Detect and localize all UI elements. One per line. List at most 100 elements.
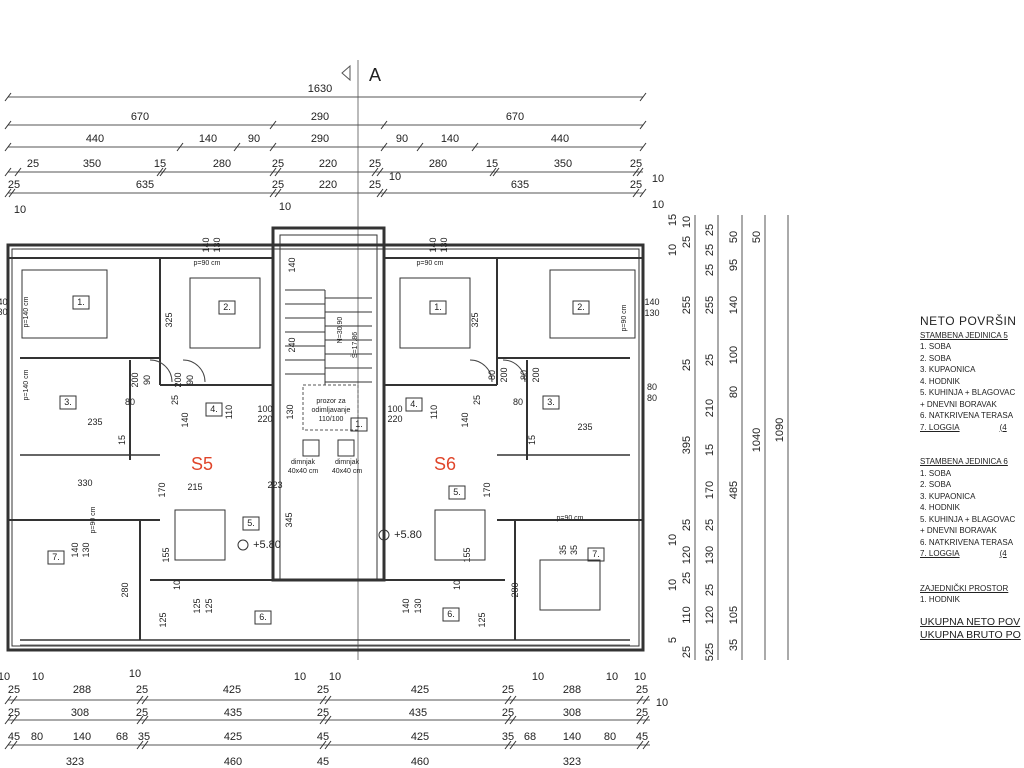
inner-dimension: 80 bbox=[519, 370, 529, 380]
inner-dimension: 100 bbox=[387, 404, 402, 414]
dimension-label: 68 bbox=[116, 731, 128, 743]
unit-label-s5: S5 bbox=[191, 454, 213, 474]
plan-note: p=90 cm bbox=[416, 260, 443, 267]
dimension-label: 25 bbox=[272, 158, 284, 170]
dimension-label: 45 bbox=[8, 731, 20, 743]
dimension-label: 25 bbox=[136, 707, 148, 719]
dimension-label: 25 bbox=[704, 244, 716, 256]
dimension-label: 25 bbox=[704, 519, 716, 531]
wall bbox=[405, 397, 423, 412]
dimension-label: 10 bbox=[389, 171, 401, 183]
room-number: 1. bbox=[434, 302, 442, 312]
line bbox=[14, 167, 22, 177]
line bbox=[492, 167, 500, 177]
line bbox=[380, 120, 388, 130]
line bbox=[504, 695, 512, 705]
line bbox=[136, 695, 144, 705]
dimension-label: 45 bbox=[317, 756, 329, 768]
dimension-label: 10 bbox=[279, 201, 291, 213]
wall bbox=[572, 300, 590, 315]
dimension-label: 280 bbox=[213, 158, 231, 170]
inner-dimension: 35 bbox=[558, 545, 568, 555]
dimension-label: 10 bbox=[656, 697, 668, 709]
dimension-label: 25 bbox=[8, 684, 20, 696]
inner-dimension: 80 bbox=[647, 382, 657, 392]
line bbox=[141, 695, 149, 705]
dimension-label: 425 bbox=[224, 731, 242, 743]
line bbox=[4, 740, 12, 750]
wall bbox=[242, 516, 260, 531]
line bbox=[380, 142, 388, 152]
dimension-label: 25 bbox=[502, 707, 514, 719]
door-swing bbox=[182, 359, 206, 383]
line bbox=[371, 167, 379, 177]
line bbox=[509, 740, 517, 750]
level-marker-icon bbox=[378, 529, 390, 541]
line bbox=[269, 188, 277, 198]
line bbox=[639, 92, 647, 102]
wall bbox=[218, 300, 236, 315]
legend-item: + DNEVNI BORAVAK bbox=[920, 399, 997, 409]
dimension-label: 25 bbox=[681, 572, 693, 584]
room-number: 3. bbox=[547, 397, 555, 407]
unit-label-s6: S6 bbox=[434, 454, 456, 474]
dimension-label: 90 bbox=[396, 133, 408, 145]
inner-dimension: 110 bbox=[224, 405, 234, 419]
line bbox=[376, 188, 384, 198]
inner-dimension: 140 bbox=[0, 297, 8, 307]
inner-dimension: 90 bbox=[142, 375, 152, 385]
dimension-label: 140 bbox=[563, 731, 581, 743]
legend-item: 6. NATKRIVENA TERASA bbox=[920, 537, 1014, 547]
dimension-label: 425 bbox=[411, 684, 429, 696]
wall bbox=[448, 485, 466, 500]
line bbox=[141, 715, 149, 725]
legend-unit6-heading: STAMBENA JEDINICA 6 bbox=[920, 457, 1008, 466]
line bbox=[10, 715, 18, 725]
dimension-label: 10 bbox=[129, 668, 141, 680]
dimension-label: 308 bbox=[563, 707, 581, 719]
legend-total-net: UKUPNA NETO POV bbox=[920, 615, 1021, 628]
inner-dimension: 170 bbox=[157, 482, 167, 497]
dimension-label: 5 bbox=[667, 637, 679, 643]
wall bbox=[350, 417, 368, 432]
dimension-label: 290 bbox=[311, 133, 329, 145]
plan-note: p=90 cm bbox=[621, 304, 628, 331]
inner-dimension: 130 bbox=[0, 307, 8, 317]
dimension-label: 25 bbox=[681, 236, 693, 248]
legend-item: 5. KUHINJA + BLAGOVAC bbox=[920, 514, 1016, 524]
wall bbox=[549, 269, 636, 339]
room-number: 6. bbox=[447, 609, 455, 619]
dimension-label: 350 bbox=[83, 158, 101, 170]
line bbox=[10, 740, 18, 750]
line bbox=[4, 92, 12, 102]
inner-dimension: 10 bbox=[172, 580, 182, 590]
inner-dimension: 140 bbox=[287, 257, 297, 272]
dimension-label: 80 bbox=[31, 731, 43, 743]
wall bbox=[539, 559, 601, 611]
legend-item-area: (4 bbox=[999, 422, 1007, 432]
dimension-label: 323 bbox=[66, 756, 84, 768]
plan-note: p=140 cm bbox=[23, 369, 30, 400]
inner-dimension: 15 bbox=[117, 435, 127, 445]
dimension-label: 435 bbox=[224, 707, 242, 719]
wall bbox=[442, 607, 460, 622]
dimension-label: 210 bbox=[704, 399, 716, 417]
dimension-label: 80 bbox=[728, 386, 740, 398]
dimension-label: 460 bbox=[411, 756, 429, 768]
dimension-label: 25 bbox=[27, 158, 39, 170]
dimension-label: 460 bbox=[224, 756, 242, 768]
inner-dimension: 125 bbox=[192, 598, 202, 613]
dimension-label: 440 bbox=[551, 133, 569, 145]
dimension-label: 140 bbox=[728, 296, 740, 314]
dimension-label: 45 bbox=[317, 731, 329, 743]
dimension-label: 25 bbox=[681, 646, 693, 658]
dimension-label: 308 bbox=[71, 707, 89, 719]
line bbox=[324, 740, 332, 750]
inner-dimension: 140 bbox=[201, 237, 211, 252]
dimension-label: 105 bbox=[728, 606, 740, 624]
inner-dimension: 130 bbox=[439, 237, 449, 252]
line bbox=[274, 188, 282, 198]
dimension-label: 15 bbox=[667, 214, 679, 226]
inner-dimension: 215 bbox=[187, 482, 202, 492]
level-label: +5.80 bbox=[253, 539, 281, 551]
